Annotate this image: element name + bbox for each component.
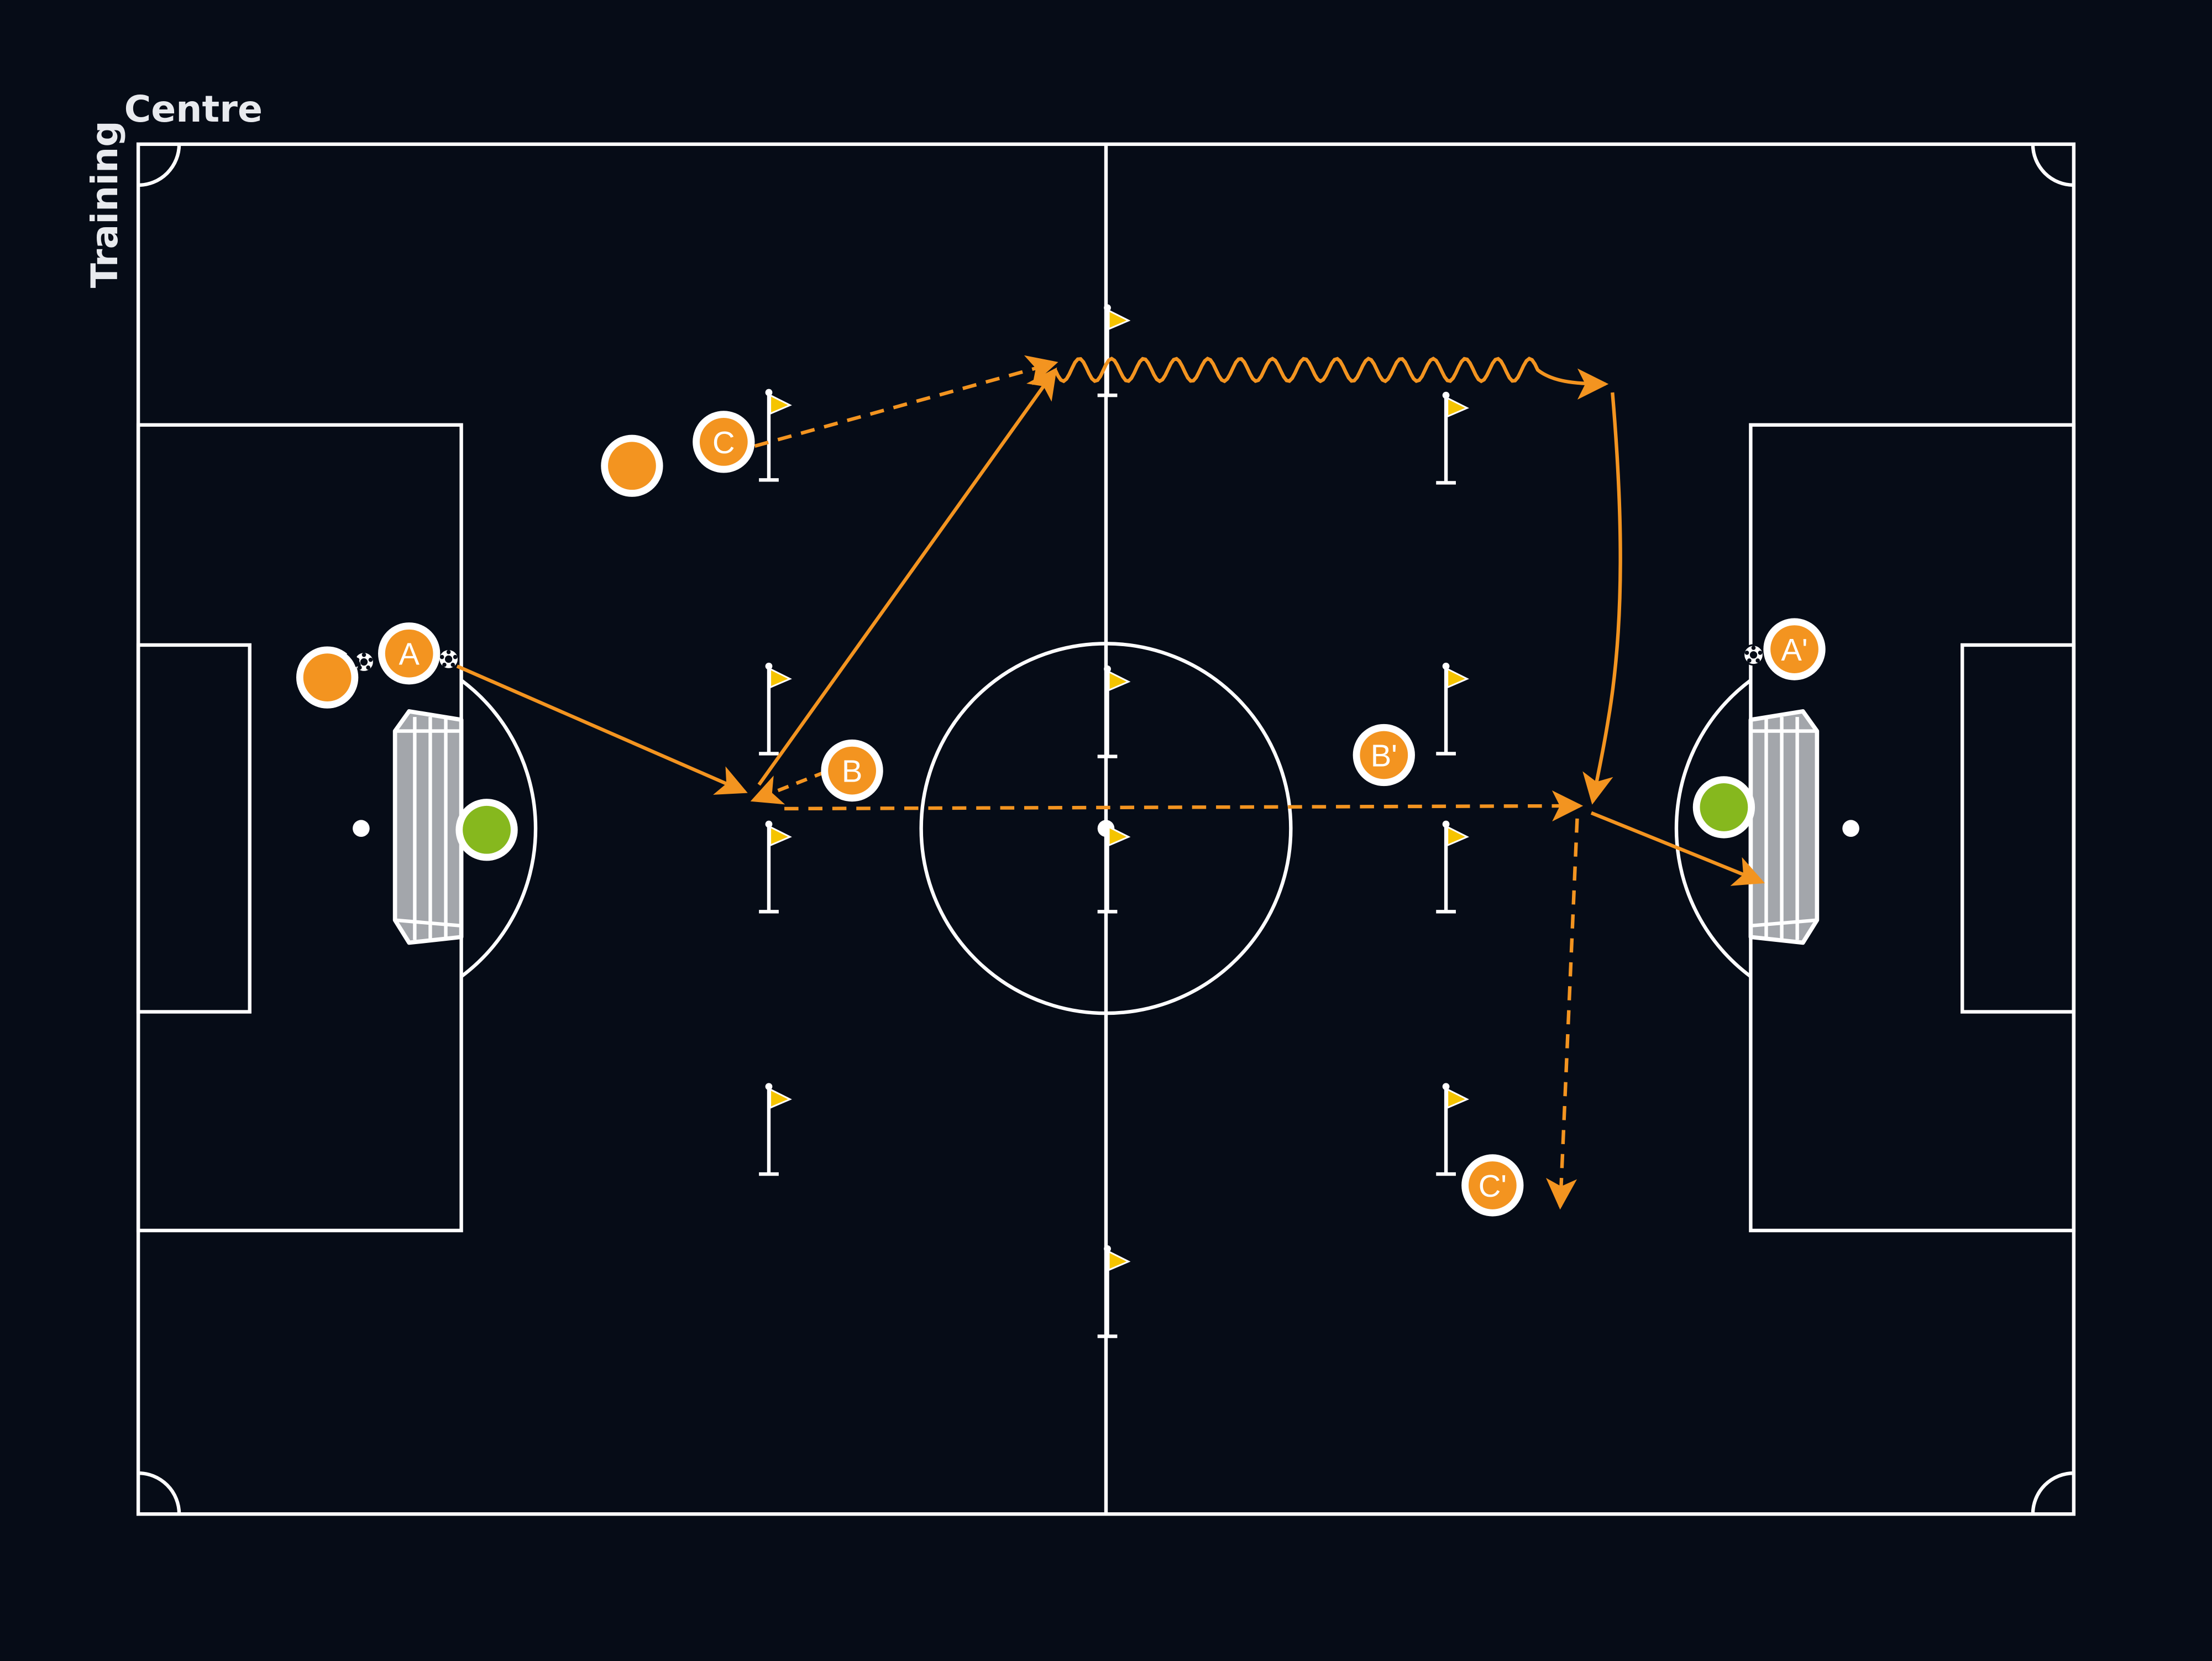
pitch-spots — [353, 820, 1859, 837]
pole-flag — [759, 662, 792, 756]
right-penalty-spot — [1842, 820, 1859, 837]
player-a-label: A — [399, 637, 420, 672]
pole-flag — [1097, 820, 1131, 914]
pole-flag — [759, 389, 792, 482]
player-b-label: B — [842, 753, 862, 788]
brand-line-centre: Centre — [124, 87, 263, 130]
left-goal-box — [136, 643, 251, 1014]
dribble-run-c — [1053, 357, 1609, 400]
pole-flag — [1436, 662, 1470, 756]
run-b-short — [750, 770, 826, 805]
corner-arc-bottom-right — [2031, 1471, 2074, 1515]
pass-a-to-b — [456, 664, 748, 795]
right-penalty-arc — [1674, 679, 1752, 978]
brand-logo: Centre Training — [83, 87, 263, 288]
pole-flag — [759, 820, 792, 914]
player-c: C — [693, 411, 755, 473]
long-dashed-run — [784, 790, 1584, 822]
player-b: B — [821, 739, 883, 802]
shot-on-goal — [1590, 811, 1765, 886]
pole-flag — [1097, 1245, 1131, 1338]
player-c-prime: C' — [1461, 1154, 1524, 1217]
balls — [353, 644, 1764, 673]
player-b-prime-label: B' — [1371, 738, 1397, 773]
corner-arc-top-left — [138, 144, 181, 187]
centre-circle — [919, 642, 1293, 1015]
pass-to-right — [1582, 392, 1622, 805]
player-a-prime-label: A' — [1781, 632, 1807, 667]
brand-line-training: Training — [83, 120, 126, 288]
ball-icon — [438, 648, 460, 670]
right-goal — [1748, 709, 1820, 945]
pole-flag — [1097, 665, 1131, 758]
run-c-forward — [754, 355, 1058, 448]
right-goal-box — [1961, 643, 2076, 1014]
run-c-prime — [1545, 818, 1579, 1210]
goalkeeper-right — [1692, 776, 1755, 839]
corner-arc-top-right — [2031, 144, 2074, 187]
pole-flag — [1436, 820, 1470, 914]
player-c-label: C — [712, 425, 735, 460]
player-b-prime: B' — [1353, 724, 1415, 787]
ball-icon — [1743, 644, 1764, 666]
left-penalty-spot — [353, 820, 370, 837]
pole-flag — [1436, 391, 1470, 485]
movement-arrows — [456, 355, 1765, 1210]
pole-flag — [759, 1083, 792, 1176]
left-penalty-arc — [460, 679, 538, 978]
pole-flag — [1436, 1083, 1470, 1176]
pole-flag — [1097, 304, 1131, 397]
corner-arc-bottom-left — [138, 1471, 181, 1515]
player-a-prime: A' — [1763, 618, 1826, 680]
pole-flags — [759, 304, 1470, 1338]
left-goal — [392, 709, 464, 945]
pass-b-to-c-run — [757, 367, 1057, 786]
players: A B C A' B' C' — [296, 411, 1826, 1217]
player-unlabeled-c-queue — [601, 434, 665, 500]
player-a: A — [378, 622, 441, 685]
goalkeeper-left — [455, 799, 518, 861]
player-unlabeled-a-queue — [296, 646, 361, 709]
player-c-prime-label: C' — [1479, 1169, 1507, 1203]
